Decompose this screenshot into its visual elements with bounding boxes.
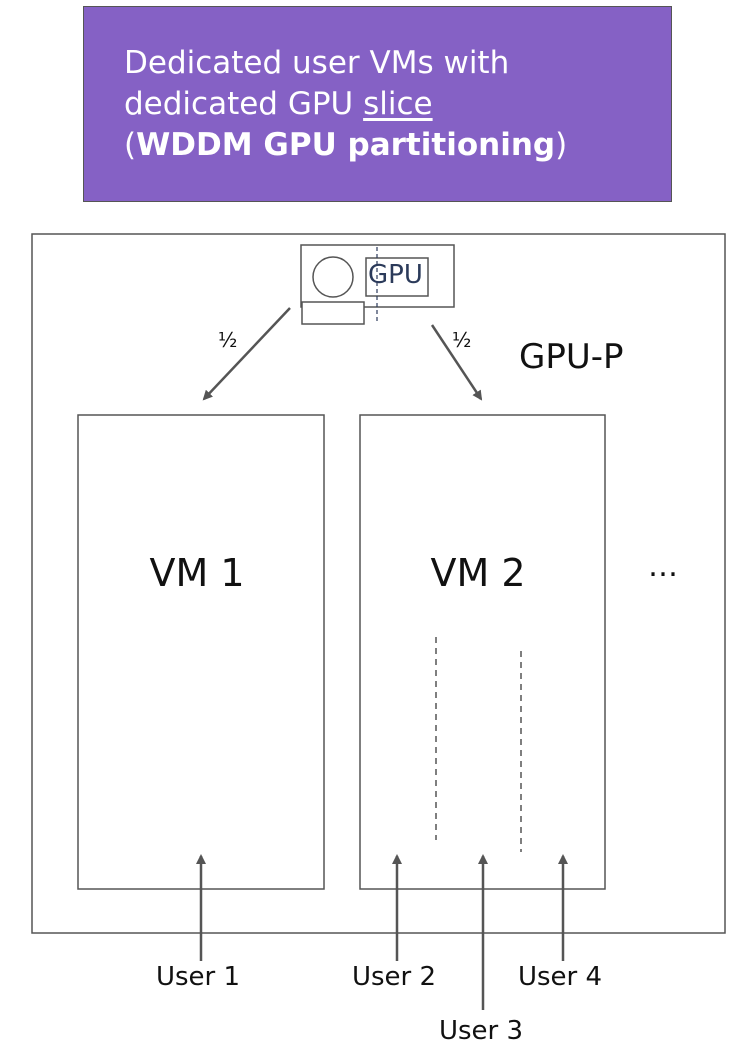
banner-line-2-prefix: dedicated GPU [124, 86, 364, 122]
gpu-chip [365, 257, 429, 297]
banner-paren-close: ) [555, 127, 568, 163]
vm-2-label: VM 2 [430, 551, 526, 595]
user-4-label: User 4 [517, 962, 603, 992]
host-container [31, 233, 726, 934]
more-vms-ellipsis: … [648, 549, 678, 584]
banner-line-1: Dedicated user VMs with [124, 45, 510, 81]
gpu-card-icon [300, 244, 455, 325]
banner-line-3: (WDDM GPU partitioning) [124, 125, 567, 166]
share-right-label: ½ [452, 328, 472, 352]
banner-line-2: dedicated GPU slice [124, 84, 567, 125]
vm-1-label: VM 1 [149, 551, 245, 595]
vm-1-box [77, 414, 325, 890]
gpu-bracket [301, 301, 365, 325]
banner-bold-text: WDDM GPU partitioning [136, 127, 556, 163]
user-3-label: User 3 [438, 1016, 524, 1046]
gpu-label: GPU [368, 260, 423, 290]
vm-2-box [359, 414, 606, 890]
user-1-label: User 1 [155, 962, 241, 992]
gpu-fan [312, 256, 354, 298]
share-left-label: ½ [218, 328, 238, 352]
share-arrow-left [202, 307, 291, 401]
banner-paren-open: ( [124, 127, 137, 163]
banner-text: Dedicated user VMs with dedicated GPU sl… [124, 43, 567, 166]
banner-underlined-word: slice [363, 86, 433, 122]
title-banner: Dedicated user VMs with dedicated GPU sl… [83, 6, 672, 202]
host-label: GPU-P [519, 337, 624, 377]
share-arrow-right [430, 324, 483, 401]
user-2-label: User 2 [351, 962, 437, 992]
